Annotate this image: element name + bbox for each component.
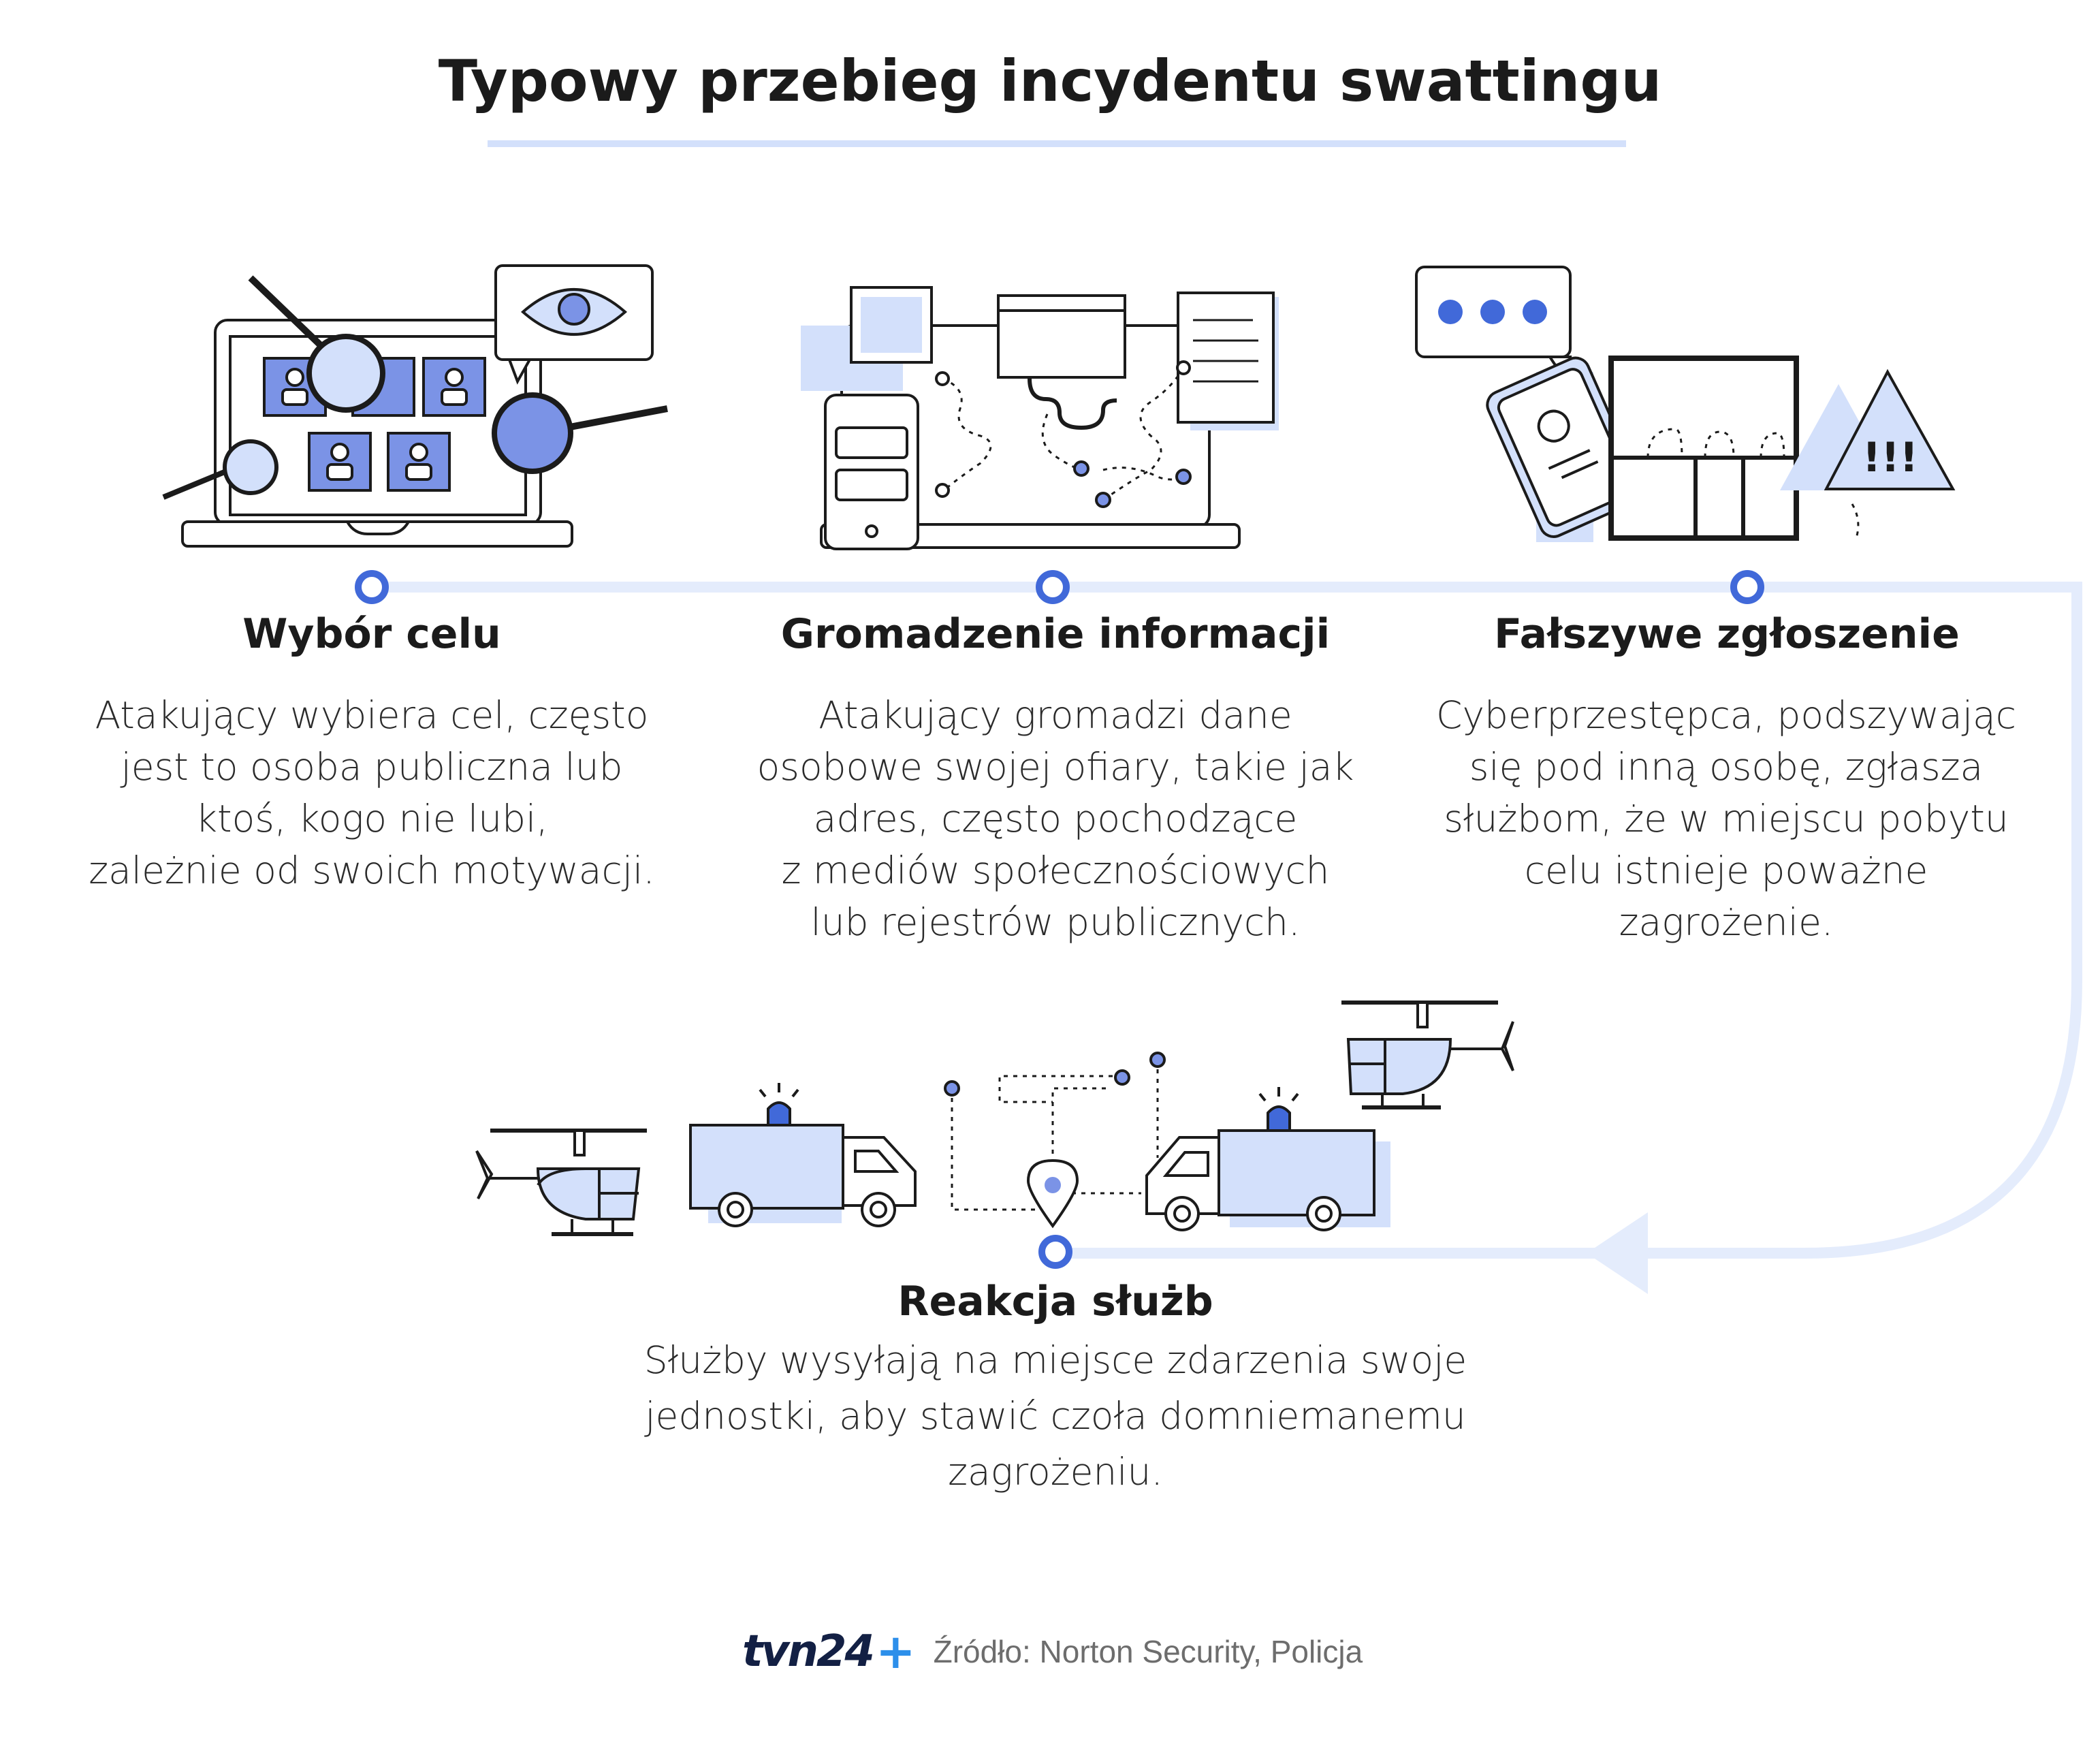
source-text: Źródło: Norton Security, Policja [933, 1634, 1363, 1669]
timeline-dot [355, 570, 389, 604]
step-title-target-selection: Wybór celu [242, 610, 501, 658]
timeline-dot [1730, 570, 1764, 604]
title-underline [488, 140, 1626, 147]
timeline-arrowhead [1587, 1212, 1648, 1294]
step-title-false-report: Fałszywe zgłoszenie [1494, 610, 1960, 658]
tvn24-plus-icon: + [875, 1624, 916, 1680]
step-desc-information-gathering: Atakujący gromadzi dane osobowe swojej o… [757, 693, 1354, 944]
step-title-services-response: Reakcja służb [897, 1278, 1213, 1325]
footer: tvn24 + Źródło: Norton Security, Policja [742, 1624, 1363, 1680]
step-desc-target-selection: Atakujący wybiera cel, często jest to os… [89, 693, 655, 892]
step-title-information-gathering: Gromadzenie informacji [780, 610, 1331, 658]
phone-call-building-warning-icon: !!! [1415, 266, 1956, 542]
step-desc-services-response: Służby wysyłają na miejsce zdarzenia swo… [643, 1338, 1467, 1494]
timeline-path [372, 582, 2082, 1259]
timeline-dot [1038, 1235, 1072, 1269]
laptop-profiles-magnifier-icon [162, 264, 668, 548]
page-title: Typowy przebieg incydentu swattingu [438, 48, 1662, 114]
timeline-dot [1036, 570, 1070, 604]
laptop-network-data-icon [801, 286, 1279, 550]
step-desc-false-report: Cyberprzestępca, podszywając się pod inn… [1436, 693, 2016, 944]
tvn24-logo: tvn24 [742, 1626, 875, 1677]
warning-text: !!! [1862, 434, 1918, 482]
police-vans-helicopters-icon [475, 1000, 1514, 1236]
